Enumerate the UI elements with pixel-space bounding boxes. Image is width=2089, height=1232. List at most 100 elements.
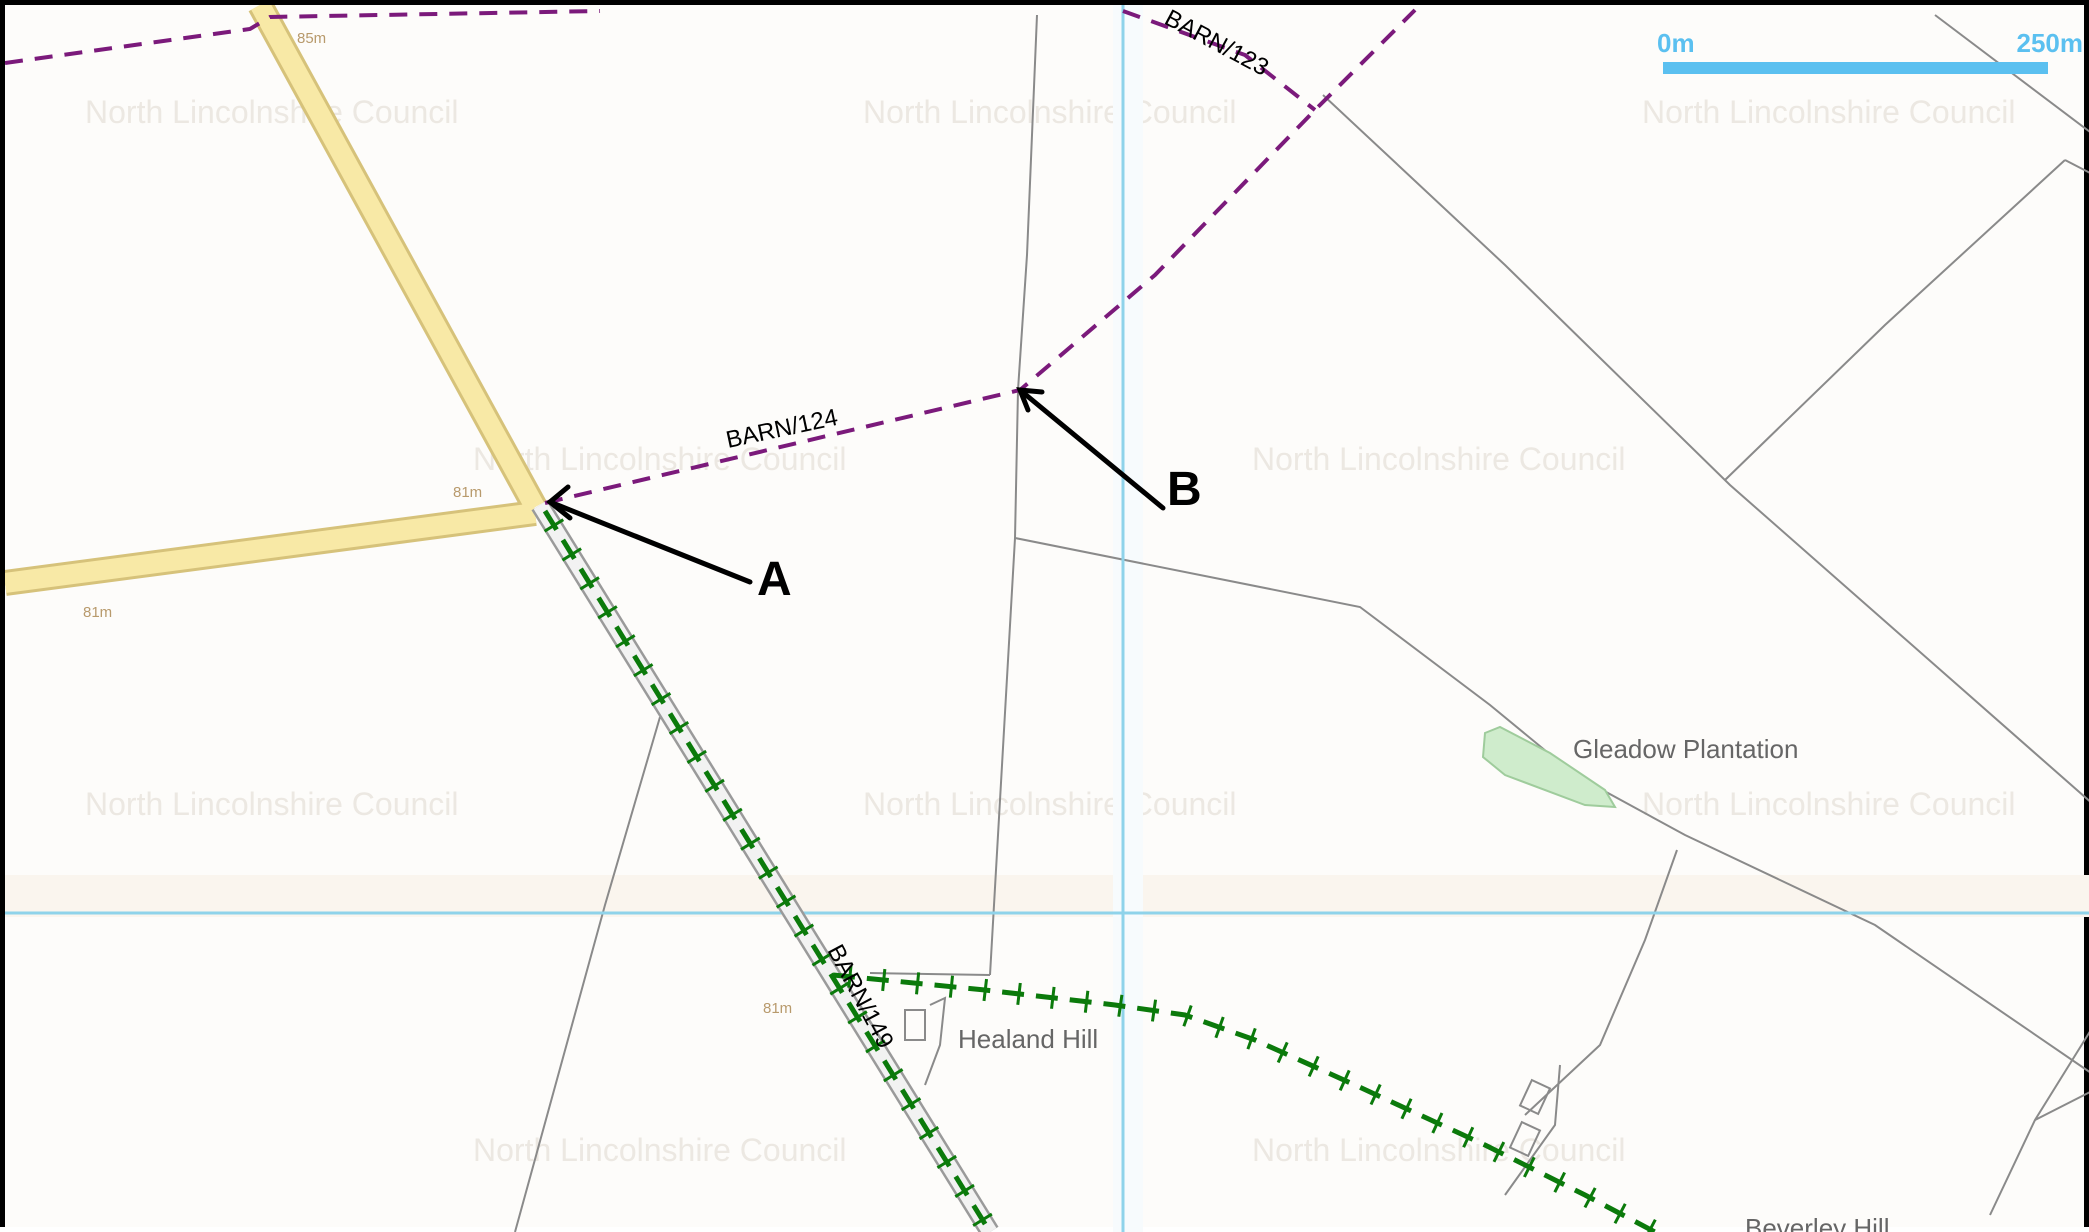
route-tick — [1307, 1055, 1320, 1078]
green-routes — [542, 509, 1657, 1232]
arrow-a-shaft — [547, 499, 753, 585]
woodland-plantation — [1481, 725, 1617, 809]
tile-seam-band — [1113, 5, 1143, 1232]
route-tick — [615, 634, 636, 649]
route-tick — [793, 923, 815, 938]
spot-height: 81m — [453, 484, 482, 501]
route-tick — [1276, 1041, 1289, 1064]
route-tick — [1083, 990, 1090, 1013]
field-boundary — [2034, 1091, 2089, 1121]
route-tick — [1338, 1069, 1351, 1092]
route-tick — [1214, 1016, 1225, 1039]
arrow-b-head — [1016, 387, 1045, 413]
field-boundary — [1724, 159, 2066, 481]
watermark-text: North Lincolnshire Council — [473, 1132, 847, 1168]
route-tick — [1431, 1112, 1444, 1134]
watermark-text: North Lincolnshire Council — [863, 94, 1237, 130]
watermark-text: North Lincolnshire Council — [1642, 94, 2016, 130]
route-tick — [972, 1212, 993, 1227]
route-tick — [1400, 1098, 1413, 1120]
scale-bar-start-label: 0m — [1657, 28, 1695, 58]
watermark-text: North Lincolnshire Council — [1252, 441, 1626, 477]
building — [1518, 1078, 1552, 1116]
route-tick — [954, 1183, 975, 1198]
route-tick — [650, 692, 672, 707]
scale-bar: 0m 250m — [1657, 28, 2083, 74]
minor-road — [5, 503, 537, 593]
route-line-barn-124 — [544, 8, 1417, 505]
minor-roads — [5, 5, 547, 596]
minor-road — [251, 5, 544, 512]
route-tick-marks — [543, 518, 1657, 1232]
route-tick — [1117, 994, 1124, 1017]
watermark-text: North Lincolnshire Council — [85, 786, 459, 822]
field-boundary — [514, 716, 661, 1232]
route-tick — [775, 894, 797, 909]
building — [1504, 1064, 1561, 1196]
field-boundary — [869, 972, 991, 976]
route-tick — [1182, 1005, 1193, 1027]
route-tick — [1613, 1203, 1627, 1224]
field-boundary — [1989, 1031, 2089, 1216]
route-tick — [1016, 982, 1022, 1006]
route-line-top — [5, 9, 601, 65]
route-tick — [881, 968, 887, 992]
tile-seam-band — [5, 875, 2089, 917]
route-tick — [561, 547, 582, 562]
marker-arrows — [546, 387, 1166, 585]
route-line-barn-123 — [1122, 9, 1317, 112]
route-tick — [900, 1097, 922, 1112]
field-boundary — [1322, 94, 2089, 802]
route-tick — [829, 981, 850, 996]
route-tick — [668, 720, 690, 736]
route-line-green-east — [832, 972, 1657, 1232]
watermark-text: North Lincolnshire Council — [863, 786, 1237, 822]
marker-b-label: B — [1167, 463, 1202, 516]
route-label-barn-123: BARN/123 — [1160, 5, 1273, 82]
spot-height: 81m — [83, 604, 112, 621]
arrow-b-shaft — [1017, 387, 1166, 511]
building — [1508, 1120, 1542, 1158]
route-tick — [982, 978, 989, 1002]
route-tick — [740, 836, 761, 851]
field-boundary — [989, 14, 1038, 976]
route-tick — [1369, 1083, 1382, 1106]
route-tick — [847, 1010, 868, 1025]
route-tick — [579, 576, 600, 591]
route-tick — [722, 807, 743, 822]
route-tick — [936, 1154, 957, 1170]
map-canvas: North Lincolnshire Council North Lincoln… — [5, 5, 2089, 1232]
scale-bar-end-label: 250m — [2017, 28, 2084, 58]
route-tick — [883, 1068, 904, 1083]
route-tick — [1050, 986, 1056, 1009]
field-boundaries — [514, 14, 2089, 1232]
building — [904, 1009, 926, 1041]
route-tick — [1523, 1156, 1536, 1178]
route-tick — [1492, 1141, 1506, 1163]
place-name-plantation: Gleadow Plantation — [1573, 734, 1798, 764]
route-tick — [948, 975, 954, 998]
field-boundary — [1524, 849, 1678, 1116]
marker-a-label: A — [757, 553, 792, 606]
place-name-farm-partial: Beverley Hill — [1745, 1213, 1890, 1232]
route-tick — [847, 965, 853, 988]
route-tick — [758, 865, 779, 880]
route-tick — [1246, 1027, 1257, 1050]
watermark-text: North Lincolnshire Council — [1252, 1132, 1626, 1168]
buildings — [904, 996, 1561, 1196]
purple-routes — [5, 8, 1417, 505]
building — [924, 996, 947, 1086]
route-tick — [633, 663, 654, 678]
route-tick — [704, 778, 725, 793]
route-tick — [918, 1126, 940, 1141]
route-tick — [915, 972, 921, 995]
route-tick — [543, 518, 565, 533]
spot-height: 81m — [763, 1000, 792, 1017]
route-tick — [1553, 1171, 1566, 1193]
route-tick — [686, 749, 707, 764]
field-boundary — [1934, 14, 2089, 133]
arrow-a-head — [546, 484, 573, 521]
spot-height: 85m — [297, 30, 326, 47]
route-tick — [811, 952, 832, 967]
